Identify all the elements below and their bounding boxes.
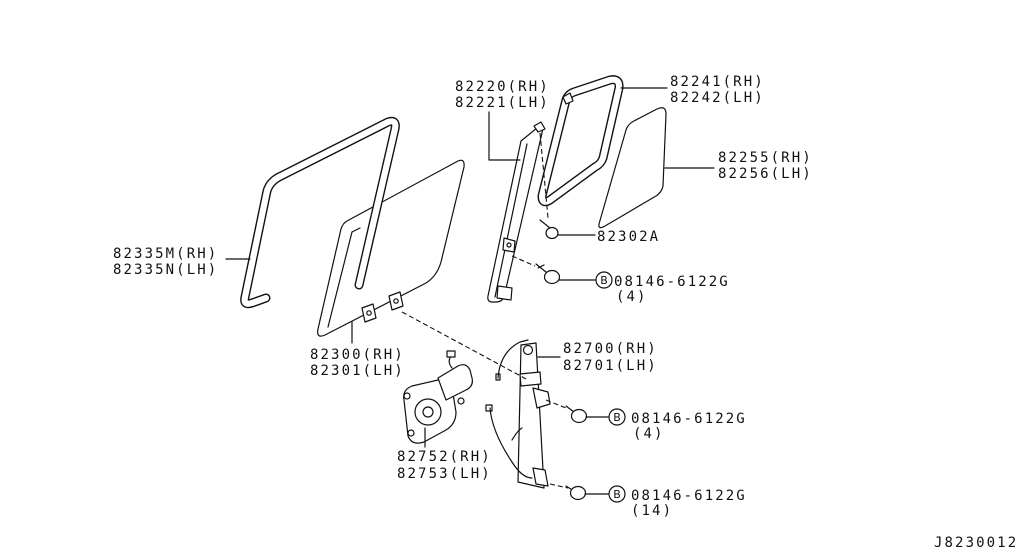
glass-bracket [361,303,377,323]
bolt-middle [545,399,588,424]
fastener-marker: B [608,408,626,426]
leader-82220 [488,111,521,161]
marker-letter: B [600,274,608,287]
motor-82752 [403,350,473,444]
marker-letter: B [613,411,621,424]
part-label-82241: 82241(RH) [670,74,765,90]
corner-glass-82255 [598,107,667,229]
sash-bracket [502,237,516,253]
part-label-82301: 82301(LH) [310,363,405,379]
fastener-part-number: 08146-6122G [631,411,747,427]
part-label-82302A: 82302A [597,229,660,245]
part-label-82752: 82752(RH) [397,449,492,465]
bolt-upper [511,255,561,285]
sash-82220 [487,121,546,303]
part-label-82753: 82753(LH) [397,466,492,482]
fastener-quantity: (4) [616,289,648,305]
weatherstrip-82241 [537,75,624,207]
part-label-82701: 82701(LH) [563,358,658,374]
fastener-quantity: (4) [633,426,665,442]
part-label-82335N: 82335N(LH) [113,262,218,278]
regulator-82700 [485,339,551,489]
fastener-part-number: 08146-6122G [614,274,730,290]
fastener-part-number: 08146-6122G [631,488,747,504]
fastener-marker: B [595,271,613,289]
bolt-lower [549,483,587,501]
part-label-82255: 82255(RH) [718,150,813,166]
part-label-82242: 82242(LH) [670,90,765,106]
door-glass-82300 [317,159,465,337]
part-label-82300: 82300(RH) [310,347,405,363]
glass-bracket [388,291,404,311]
part-label-82256: 82256(LH) [718,166,813,182]
sash-bracket [496,285,513,301]
part-label-82221: 82221(LH) [455,95,550,111]
part-label-82700: 82700(RH) [563,341,658,357]
part-label-82335M: 82335M(RH) [113,246,218,262]
part-label-82220: 82220(RH) [455,79,550,95]
fastener-quantity: (14) [631,503,673,519]
clip-82302A [539,132,559,240]
diagram-code: J8230012 [934,535,1018,551]
marker-letter: B [613,488,621,501]
fastener-marker: B [608,485,626,503]
glass-run-82335 [240,116,400,309]
